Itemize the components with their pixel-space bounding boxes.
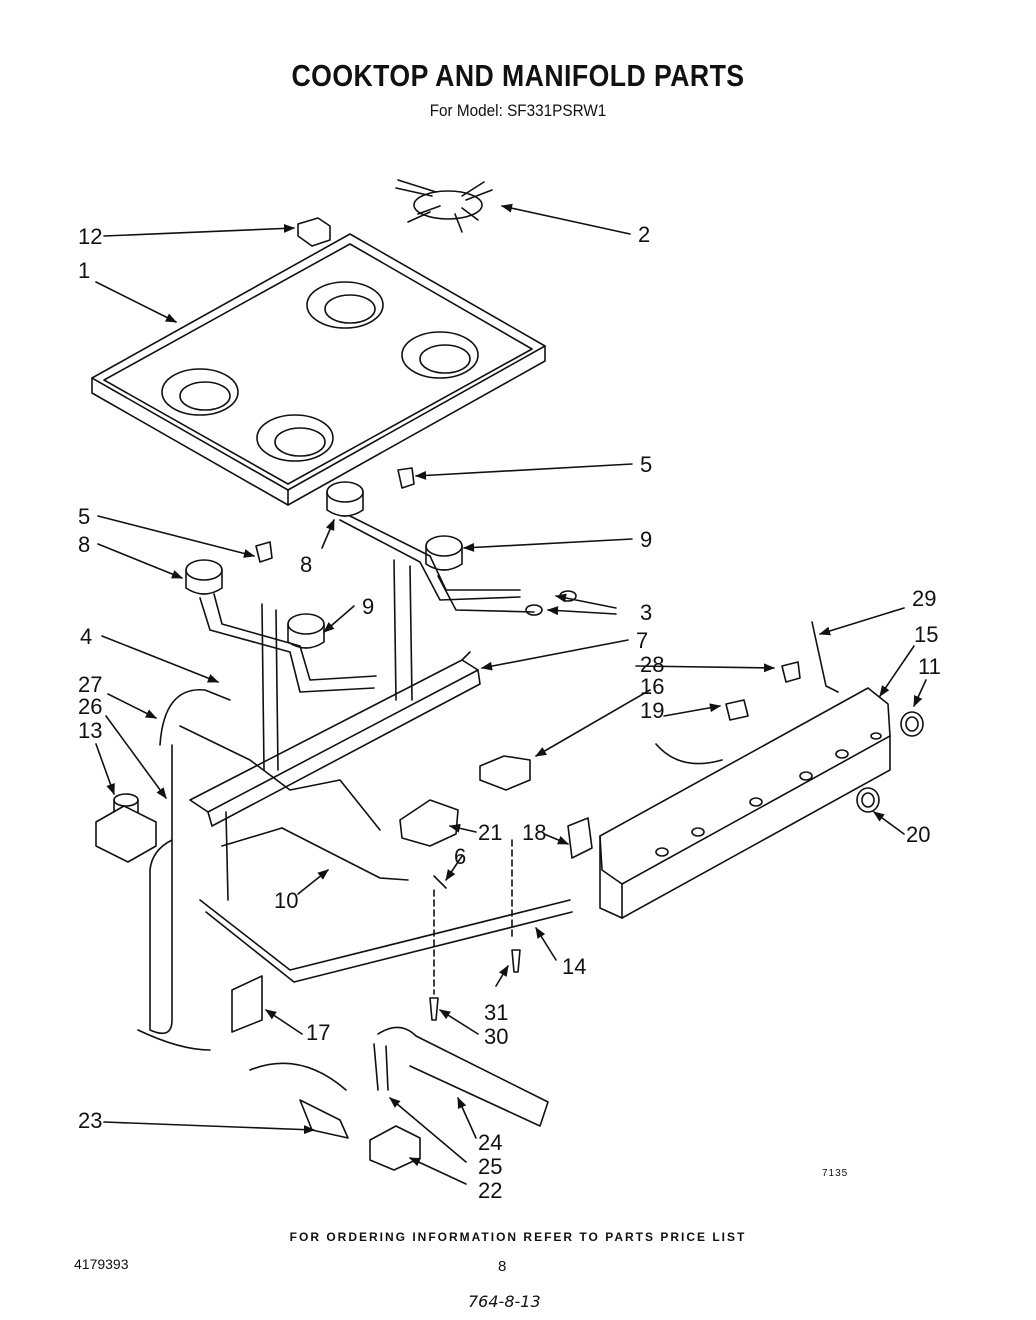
callout-13: 13 [78, 718, 102, 743]
gas-tubing [137, 689, 381, 1051]
pressure-regulator [95, 793, 157, 863]
callout-21: 21 [478, 820, 502, 845]
callout-22: 22 [478, 1178, 502, 1203]
burner-assembly-left [185, 541, 377, 771]
control-panel [599, 687, 891, 919]
control-knobs [655, 621, 924, 813]
callout-23: 23 [78, 1108, 102, 1133]
ordering-info: FOR ORDERING INFORMATION REFER TO PARTS … [289, 1230, 747, 1244]
callout-27: 27 [78, 672, 102, 697]
model-subtitle: For Model: SF331PSRW1 [429, 101, 607, 120]
callout-20: 20 [906, 822, 930, 847]
valve-assembly [221, 755, 531, 889]
callout-2: 2 [638, 222, 650, 247]
callout-4: 4 [80, 624, 92, 649]
callout-9a: 9 [640, 527, 652, 552]
callout-15: 15 [914, 622, 938, 647]
callout-25: 25 [478, 1154, 502, 1179]
screws [429, 839, 521, 1021]
burner-grate [395, 179, 493, 233]
callout-26: 26 [78, 694, 102, 719]
callout-7: 7 [636, 628, 648, 653]
callout-5a: 5 [640, 452, 652, 477]
callout-16: 16 [640, 674, 664, 699]
bracket-12 [297, 217, 331, 247]
callout-29: 29 [912, 586, 936, 611]
figure-code: 7135 [822, 1168, 849, 1179]
document-number: 4179393 [74, 1256, 129, 1272]
callout-1: 1 [78, 258, 90, 283]
page-title: COOKTOP AND MANIFOLD PARTS [291, 58, 745, 93]
manifold-pipe [199, 811, 573, 1033]
handwritten-note: 764-8-13 [468, 1292, 541, 1311]
leader-lines [95, 203, 927, 1185]
callout-9b: 9 [362, 594, 374, 619]
callout-24: 24 [478, 1130, 502, 1155]
callout-18: 18 [522, 820, 546, 845]
page-number: 8 [498, 1258, 507, 1275]
callout-labels: 12 2 1 5 5 8 8 9 9 3 4 7 28 29 15 11 16 … [78, 222, 941, 1203]
callout-5b: 5 [78, 504, 90, 529]
callout-8b: 8 [300, 552, 312, 577]
callout-19: 19 [640, 698, 664, 723]
callout-31: 31 [484, 1000, 508, 1025]
callout-14: 14 [562, 954, 586, 979]
callout-17: 17 [306, 1020, 330, 1045]
callout-12: 12 [78, 224, 102, 249]
callout-8a: 8 [78, 532, 90, 557]
callout-30: 30 [484, 1024, 508, 1049]
callout-28: 28 [640, 652, 664, 677]
manifold-bracket [189, 651, 481, 827]
callout-3: 3 [640, 600, 652, 625]
callout-10: 10 [274, 888, 298, 913]
callout-11: 11 [918, 654, 941, 679]
bracket-18 [567, 817, 593, 859]
burner-assembly-right [326, 467, 535, 701]
callout-6: 6 [454, 844, 466, 869]
cooktop-panel [91, 233, 546, 506]
